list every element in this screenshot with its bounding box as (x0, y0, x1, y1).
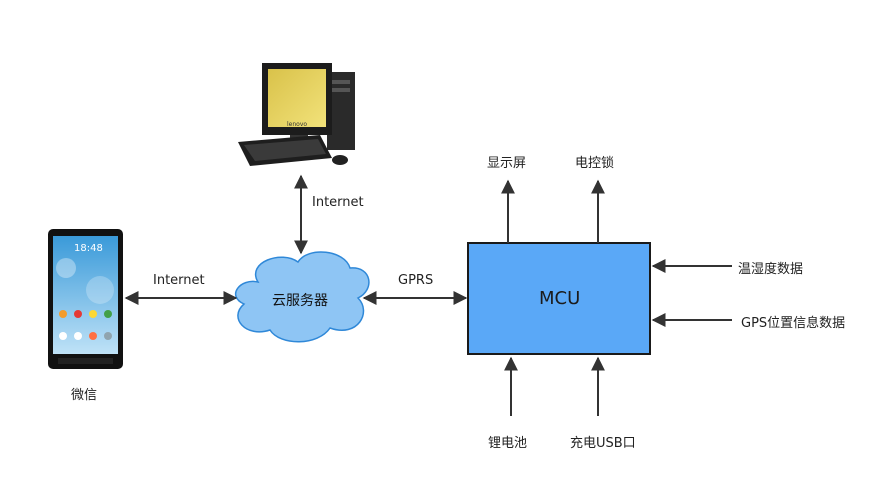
input-gps-label: GPS位置信息数据 (741, 316, 846, 331)
input-usb-label: 充电USB口 (570, 436, 636, 451)
phone-caption: 微信 (71, 388, 98, 403)
mcu-label: MCU (539, 288, 581, 309)
computer-screen-brand: lenovo (287, 121, 308, 128)
mcu-box (467, 242, 651, 355)
link-label-cloud-mcu: GPRS (398, 273, 434, 288)
link-label-phone-cloud: Internet (153, 273, 205, 288)
cloud-label: 云服务器 (272, 293, 328, 309)
cloud-shape (235, 251, 370, 343)
computer-icon (238, 63, 355, 166)
input-battery-label: 锂电池 (488, 436, 528, 451)
output-display-label: 显示屏 (487, 156, 527, 171)
output-lock-label: 电控锁 (575, 156, 615, 171)
phone-icon (48, 229, 123, 369)
input-temp-humidity-label: 温湿度数据 (738, 262, 804, 277)
link-label-computer-cloud: Internet (312, 195, 364, 210)
phone-clock: 18:48 (74, 243, 103, 254)
